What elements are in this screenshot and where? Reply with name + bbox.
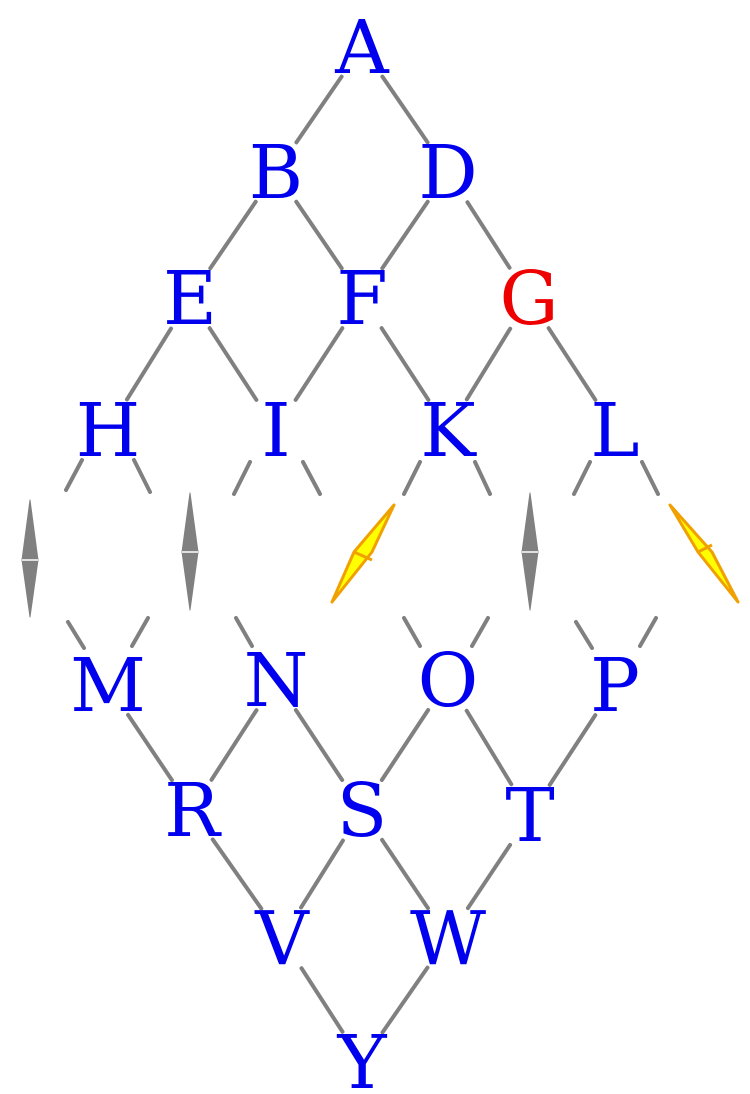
- edge-F-I: [293, 326, 345, 402]
- edge-M-R: [126, 712, 174, 783]
- edge-stub-12: [402, 616, 422, 648]
- node-G: G: [499, 256, 558, 342]
- edge-stub-11: [234, 616, 254, 648]
- edge-stub-6: [473, 460, 492, 496]
- edge-B-E: [208, 199, 258, 271]
- node-T: T: [505, 773, 554, 859]
- marker-m4-icon: [521, 492, 539, 611]
- edge-E-I: [207, 326, 259, 402]
- edge-stub-8: [640, 460, 660, 496]
- node-B: B: [249, 130, 303, 216]
- edge-P-T: [547, 713, 598, 787]
- edge-W-Y: [380, 965, 430, 1035]
- edge-S-V: [299, 838, 345, 910]
- node-V: V: [254, 896, 310, 982]
- edge-O-T: [464, 708, 514, 787]
- nodes-layer: AB D E F G H I K L M N O P R S T V WY: [70, 5, 640, 1094]
- edge-B-F: [294, 199, 344, 271]
- edge-E-H: [124, 326, 174, 402]
- edge-A-D: [380, 74, 430, 145]
- edge-D-G: [465, 200, 512, 270]
- marker-m3-icon: [330, 503, 396, 604]
- node-E: E: [163, 256, 217, 342]
- edge-stub-15: [638, 616, 658, 648]
- node-F: F: [336, 256, 387, 342]
- edge-R-V: [210, 837, 264, 911]
- node-M: M: [70, 643, 146, 729]
- edge-G-L: [546, 326, 598, 402]
- node-D: D: [418, 130, 477, 216]
- node-S: S: [337, 768, 388, 854]
- edge-stub-14: [574, 620, 594, 650]
- edge-T-W: [465, 842, 513, 911]
- marker-m2-icon: [181, 492, 199, 611]
- edge-stub-5: [402, 460, 422, 496]
- edge-stub-4: [301, 460, 322, 496]
- edge-N-S: [293, 708, 345, 782]
- node-A: A: [334, 5, 390, 91]
- node-K: K: [420, 388, 477, 474]
- edge-N-R: [209, 708, 259, 782]
- node-L: L: [590, 388, 639, 474]
- node-W: W: [410, 896, 486, 982]
- node-I: I: [261, 388, 290, 474]
- node-P: P: [590, 643, 640, 729]
- node-N: N: [244, 638, 309, 724]
- node-O: O: [418, 638, 479, 724]
- edge-A-B: [294, 74, 344, 145]
- edge-stub-3: [232, 460, 252, 496]
- node-Y: Y: [337, 1020, 388, 1094]
- node-R: R: [164, 768, 222, 854]
- edge-S-W: [380, 837, 430, 911]
- node-H: H: [76, 388, 141, 474]
- edge-stub-2: [132, 458, 152, 494]
- edge-V-Y: [299, 966, 345, 1034]
- edge-stub-1: [64, 458, 84, 492]
- edge-O-S: [379, 708, 431, 782]
- marker-m1-icon: [21, 499, 39, 618]
- edge-stub-13: [470, 616, 490, 648]
- edge-G-K: [464, 326, 513, 402]
- edge-stub-7: [572, 460, 592, 496]
- edge-stub-9: [66, 620, 86, 650]
- edge-stubs-layer: [64, 458, 660, 650]
- edge-D-F: [380, 199, 430, 271]
- marker-m5-icon: [668, 503, 740, 604]
- edge-F-K: [379, 326, 431, 402]
- edge-stub-10: [130, 616, 150, 648]
- markers-layer: [21, 492, 740, 618]
- edges-layer: [124, 74, 598, 1035]
